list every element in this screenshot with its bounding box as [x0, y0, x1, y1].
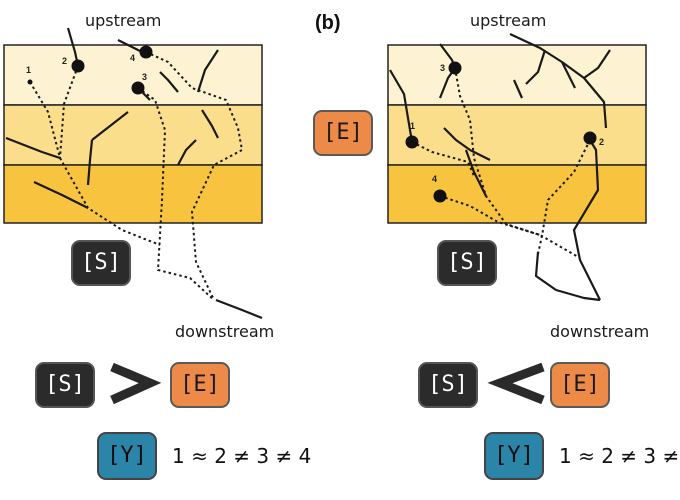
panel-a-stream: [159, 71, 179, 93]
panel-a-stream: [201, 109, 219, 139]
panel-b-stream: [464, 149, 487, 197]
panel-b-site-label-3: 3: [440, 63, 445, 73]
panel-b-site-label-2: 2: [599, 137, 604, 147]
e-badge-label: [E]: [323, 120, 363, 145]
s-badge-label: [S]: [81, 250, 121, 275]
e-badge-label: [E]: [180, 372, 220, 397]
panel-a-site-label-2: 2: [62, 56, 67, 66]
panel-a-flow-path: [59, 65, 79, 159]
panel-b-band-mid: [387, 104, 647, 166]
panel-a-band-mid: [3, 104, 263, 166]
y-badge-label: [Y]: [107, 443, 147, 468]
panel-a-band-light: [3, 44, 263, 106]
panel-b-stream: [509, 33, 608, 129]
less-than-symbol: [487, 362, 545, 405]
panel-a-stream: [91, 111, 129, 141]
e-badge-label: [E]: [560, 372, 600, 397]
panel-b-site-label-1: 1: [410, 121, 415, 131]
upstream-label-a: upstream: [85, 11, 162, 30]
panel-a-site-1: [27, 79, 33, 85]
panel-a-streams: [5, 27, 263, 320]
panel-b-site-3: [448, 61, 462, 75]
panel-a-band-dark: [3, 164, 263, 224]
s-badge-label: [S]: [428, 372, 468, 397]
panel-b-bands: [387, 44, 647, 224]
y-badge-panel-b: [Y]: [484, 432, 544, 480]
similarity-relation-a: 1 ≈ 2 ≠ 3 ≠ 4: [172, 444, 312, 468]
panel-b-site-4: [433, 189, 447, 203]
panel-b-site-2: [583, 131, 597, 145]
e-badge-panel-b: [E]: [313, 110, 373, 156]
panel-b-tag: (b): [315, 12, 341, 34]
panel-a-site-3: [131, 81, 145, 95]
s-badge-compare-a: [S]: [35, 362, 95, 408]
s-badge-label: [S]: [447, 250, 487, 275]
panel-b-stream: [525, 49, 547, 85]
s-badge-compare-b: [S]: [418, 362, 478, 408]
panel-a-stream: [117, 39, 143, 53]
similarity-relation-b: 1 ≈ 2 ≠ 3 ≠: [559, 444, 680, 468]
panel-b-flow-paths: [411, 67, 591, 259]
panel-b-stream: [561, 61, 576, 89]
panel-b-site-1: [405, 135, 419, 149]
panel-a-site-4: [139, 45, 153, 59]
e-badge-compare-b: [E]: [550, 362, 610, 408]
panel-a-sites: [27, 45, 153, 95]
y-badge-panel-a: [Y]: [97, 432, 157, 480]
panel-b-streams: [389, 33, 611, 302]
y-badge-label: [Y]: [494, 443, 534, 468]
panel-b-site-label-4: 4: [432, 174, 437, 184]
panel-a-stream: [215, 298, 263, 320]
greater-than-symbol: [110, 362, 162, 405]
panel-a-stream: [196, 49, 219, 93]
s-badge-panel-a: [S]: [71, 240, 131, 286]
upstream-label-b: upstream: [470, 11, 547, 30]
panel-a-bands: [3, 44, 263, 224]
s-badge-panel-b: [S]: [437, 240, 497, 286]
panel-b-stream: [443, 127, 491, 161]
panel-b-band-light: [387, 44, 647, 106]
panel-a-stream: [177, 139, 197, 166]
panel-b-stream: [512, 79, 524, 99]
panel-b-flow-path: [411, 141, 475, 177]
panel-a-flow-paths: [29, 51, 244, 301]
panel-b-stream: [572, 139, 601, 301]
panel-a-stream: [5, 136, 61, 160]
panel-b-stream: [534, 251, 601, 302]
panel-a-stream: [33, 181, 89, 209]
panel-a-site-label-3: 3: [142, 72, 147, 82]
panel-b-flow-path: [537, 139, 591, 255]
panel-b-sites: [405, 61, 597, 203]
panel-a-site-2: [71, 59, 85, 73]
s-badge-label: [S]: [45, 372, 85, 397]
e-badge-compare-a: [E]: [170, 362, 230, 408]
panel-a-flow-path: [29, 81, 161, 246]
panel-a-flow-path: [137, 87, 215, 301]
panel-b-band-dark: [387, 164, 647, 224]
panel-b-stream: [389, 69, 414, 143]
panel-a-stream: [86, 139, 94, 186]
downstream-label-a: downstream: [175, 322, 275, 341]
panel-a-site-label-4: 4: [130, 53, 135, 63]
panel-a-site-label-1: 1: [26, 65, 31, 75]
site-number-labels: 1 2 3 4 1 2 3 4: [26, 53, 604, 184]
downstream-label-b: downstream: [550, 322, 650, 341]
panel-b-stream: [583, 49, 611, 79]
